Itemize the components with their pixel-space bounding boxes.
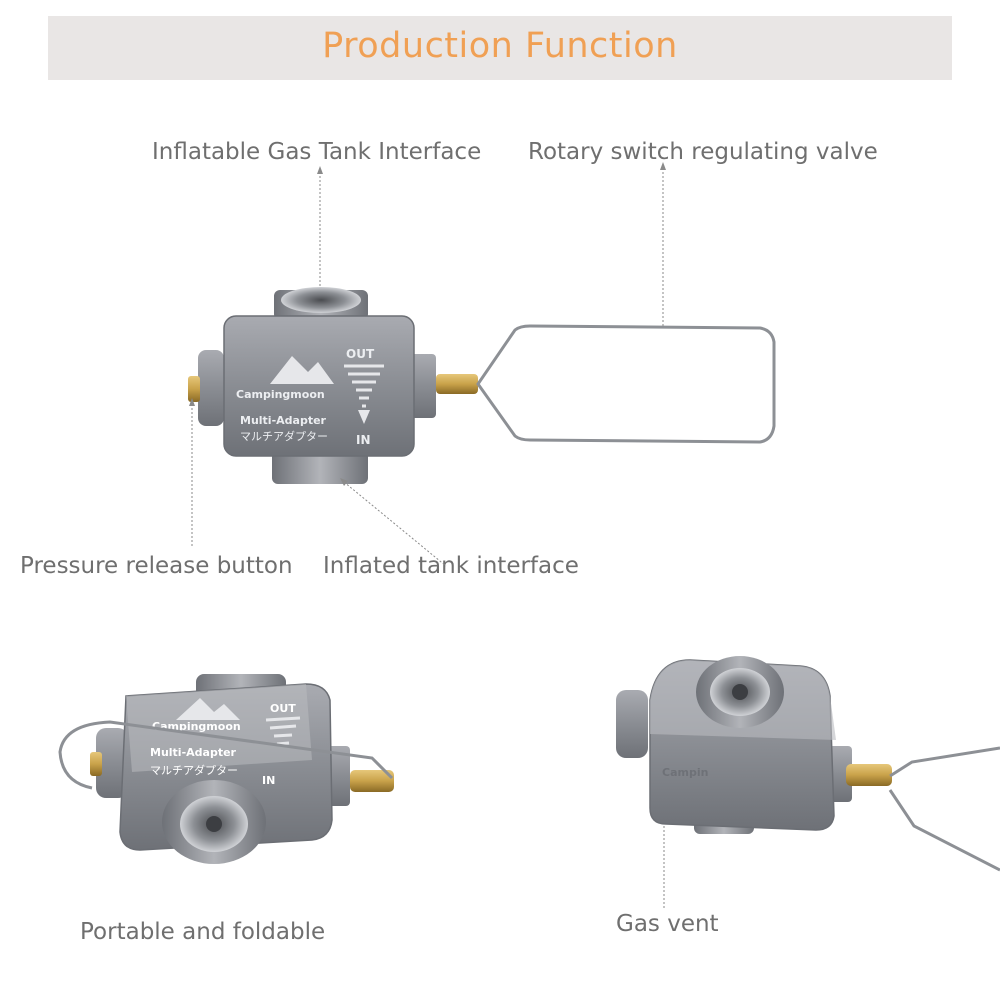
side-wire-handle bbox=[888, 746, 1000, 872]
model-engraving: Multi-Adapter bbox=[240, 414, 327, 427]
callout-rotary-valve: Rotary switch regulating valve bbox=[528, 139, 878, 165]
in-engraving: IN bbox=[356, 433, 371, 447]
side-left-knob bbox=[616, 690, 648, 758]
callout-gas-tank-interface: Inflatable Gas Tank Interface bbox=[152, 139, 482, 165]
bottom-port-collar bbox=[272, 448, 368, 484]
folded-in-engraving: IN bbox=[262, 774, 275, 787]
folded-wire-handle bbox=[58, 720, 394, 790]
folded-model-engraving: Multi-Adapter bbox=[150, 746, 237, 759]
folded-out-engraving: OUT bbox=[270, 702, 296, 715]
main-body bbox=[223, 315, 415, 457]
mountain-logo bbox=[270, 356, 334, 384]
pressure-release-button bbox=[188, 376, 200, 402]
folded-model-jp-engraving: マルチアダプター bbox=[150, 763, 238, 777]
side-adapter: Campin bbox=[616, 656, 1000, 872]
folded-left-knob bbox=[96, 728, 128, 798]
leader-inflated-tank bbox=[343, 481, 447, 567]
title-banner: Production Function bbox=[48, 16, 952, 80]
callout-portable: Portable and foldable bbox=[80, 919, 326, 945]
top-port-opening bbox=[281, 287, 361, 313]
model-jp-engraving: マルチアダプター bbox=[240, 429, 328, 443]
callout-gas-vent: Gas vent bbox=[616, 911, 719, 937]
wire-handle bbox=[476, 324, 776, 444]
valve-stem bbox=[436, 374, 478, 394]
pressure-release-knob bbox=[198, 350, 224, 426]
out-engraving: OUT bbox=[346, 347, 375, 361]
page-title: Production Function bbox=[322, 26, 678, 66]
callout-pressure-release: Pressure release button bbox=[20, 553, 293, 579]
valve-nut bbox=[410, 354, 436, 418]
side-brand-engraving: Campin bbox=[662, 766, 708, 779]
folded-adapter: Campingmoon Multi-Adapter マルチアダプター OUT I… bbox=[58, 674, 394, 864]
main-adapter: Campingmoon Multi-Adapter マルチアダプター OUT I… bbox=[188, 287, 776, 484]
folded-valve-stem bbox=[350, 770, 394, 792]
brand-engraving: Campingmoon bbox=[236, 388, 325, 401]
callout-inflated-tank: Inflated tank interface bbox=[323, 553, 579, 579]
side-valve-stem bbox=[846, 764, 892, 786]
